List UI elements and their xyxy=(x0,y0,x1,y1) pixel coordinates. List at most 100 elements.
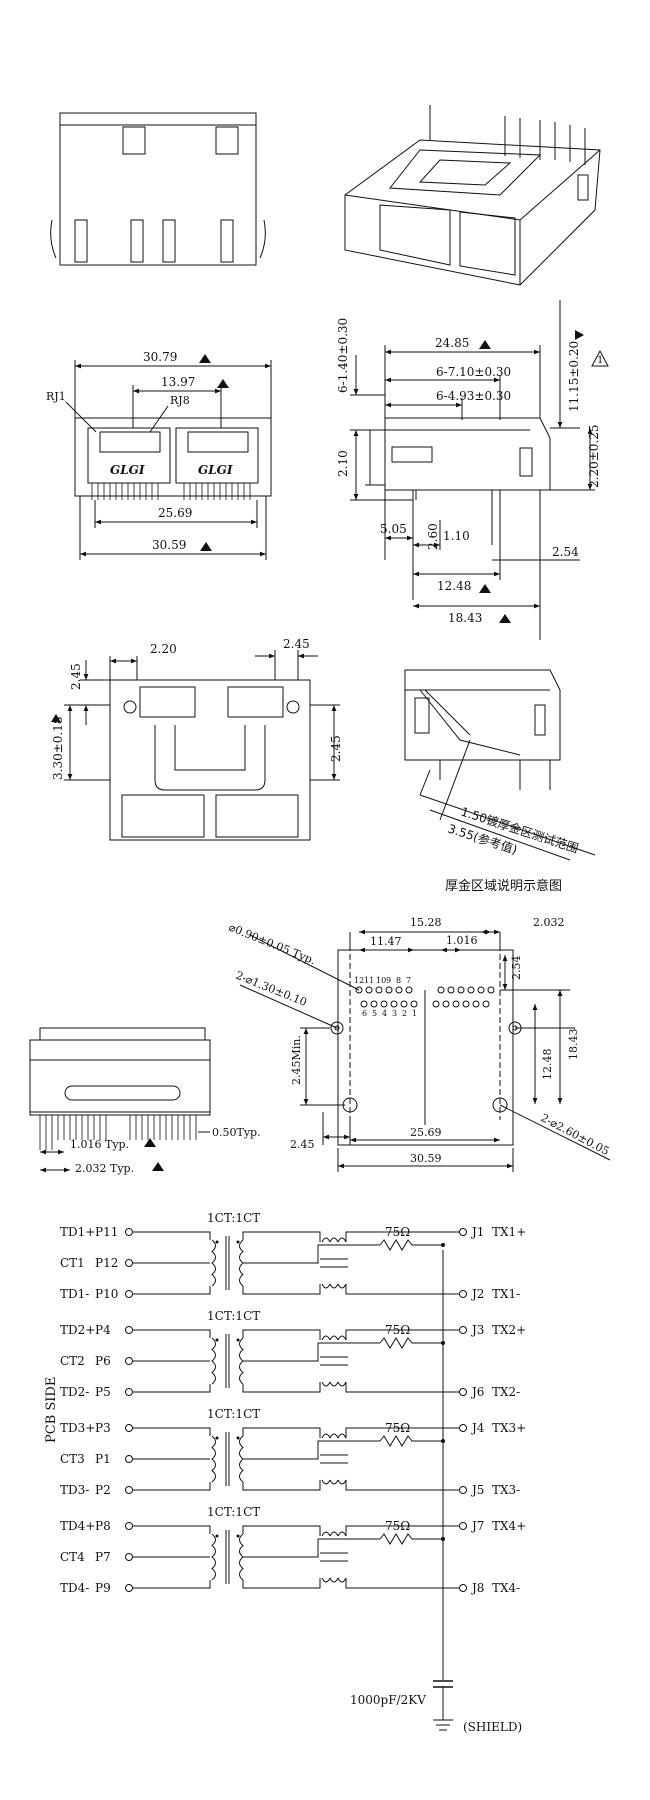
top-view xyxy=(65,360,272,560)
dim-11-15: 11.15±0.20 xyxy=(567,341,581,412)
signal-label: TX1+ xyxy=(492,1225,526,1239)
signal-label: TD4+ xyxy=(60,1519,95,1533)
dim-30-59: 30.59 xyxy=(152,538,186,552)
critical-dim-marker xyxy=(499,614,511,623)
jack-pin-label: J4 xyxy=(470,1421,485,1435)
resistor-label: 75Ω xyxy=(385,1519,410,1533)
signal-label: TD4- xyxy=(60,1581,89,1595)
dim-2-20: 2.20 xyxy=(150,642,177,656)
pin-label: P2 xyxy=(95,1483,111,1497)
critical-dim-marker xyxy=(479,584,491,593)
jack-pin-label: J8 xyxy=(470,1581,484,1595)
dim-2-45min: 2.45Min. xyxy=(290,1035,303,1085)
dim-2-45-right: 2.45 xyxy=(329,735,343,762)
pin-number: 11 xyxy=(364,976,374,985)
dim-0-50-typ: 0.50Typ. xyxy=(212,1126,261,1139)
pin-number: 2 xyxy=(402,1009,407,1018)
side-view-2-labels: 1.016 Typ. 2.032 Typ. 0.50Typ. xyxy=(70,1126,261,1175)
dim-12-48-fp: 12.48 xyxy=(541,1049,554,1081)
turns-ratio-label: 1CT:1CT xyxy=(207,1309,260,1323)
jack-pin-label: J1 xyxy=(470,1225,484,1239)
signal-label: CT3 xyxy=(60,1452,85,1466)
critical-dim-marker xyxy=(200,542,212,551)
dim-2-60: 2.60 xyxy=(426,523,440,550)
pin-number: 12 xyxy=(354,976,364,985)
jack-pin-label: J2 xyxy=(470,1287,484,1301)
pin-label: P1 xyxy=(95,1452,111,1466)
capacitor-label: 1000pF/2KV xyxy=(350,1693,426,1707)
pin-number-row-bottom: 6 5 4 3 2 1 xyxy=(362,1009,417,1018)
dim-5-05: 5.05 xyxy=(380,522,407,536)
dim-6-1-40: 6-1.40±0.30 xyxy=(336,318,350,393)
dim-6-4-93: 6-4.93±0.30 xyxy=(436,389,511,403)
gold-zone-detail xyxy=(404,669,596,861)
dim-1-10: 1.10 xyxy=(443,529,470,543)
signal-label: TD3+ xyxy=(60,1421,95,1435)
dim-2-10: 2.10 xyxy=(336,450,350,477)
pin-label: P12 xyxy=(95,1256,118,1270)
pin-label: P4 xyxy=(95,1323,111,1337)
signal-label: TX4+ xyxy=(492,1519,526,1533)
dim-2-60-005: 2-⌀2.60±0.05 xyxy=(539,1111,612,1158)
dim-24-85: 24.85 xyxy=(435,336,469,350)
signal-label: TD3- xyxy=(60,1483,89,1497)
rear-view xyxy=(64,650,340,841)
jack-pin-label: J5 xyxy=(470,1483,484,1497)
pin-label: P3 xyxy=(95,1421,111,1435)
critical-dim-marker xyxy=(217,379,229,388)
signal-label: TX3- xyxy=(492,1483,520,1497)
front-view xyxy=(50,112,266,266)
resistor-label: 75Ω xyxy=(385,1421,410,1435)
dim-2-20-025: 2.20±0.25 xyxy=(587,425,601,489)
dim-18-43-fp: 18.43 xyxy=(567,1029,580,1061)
pin-number: 5 xyxy=(372,1009,377,1018)
resistor-label: 75Ω xyxy=(385,1225,410,1239)
dim-1-016: 1.016 xyxy=(446,934,478,947)
pin-label: P7 xyxy=(95,1550,111,1564)
gold-zone-labels: 1.50镀厚金区测试范围 3.55(参考值) 厚金区域说明示意图 xyxy=(445,804,580,894)
pin-number: 4 xyxy=(382,1009,387,1018)
signal-label: TX3+ xyxy=(492,1421,526,1435)
brand-logo-left: GLGI xyxy=(110,463,145,477)
pcb-footprint xyxy=(239,929,611,1172)
dim-2-45-top: 2.45 xyxy=(283,637,310,651)
pin-label: P6 xyxy=(95,1354,111,1368)
dim-18-43: 18.43 xyxy=(448,611,482,625)
signal-label: TD1+ xyxy=(60,1225,95,1239)
dim-2-032-typ: 2.032 Typ. xyxy=(75,1162,134,1175)
dim-30-59-fp: 30.59 xyxy=(410,1152,442,1165)
pin-number: 10 xyxy=(376,976,386,985)
critical-dim-marker xyxy=(479,340,491,349)
jack-pin-label: J6 xyxy=(470,1385,484,1399)
label-rj8: RJ8 xyxy=(170,394,190,407)
pcb-side-label: PCB SIDE xyxy=(44,1377,59,1443)
pin-number: 1 xyxy=(412,1009,417,1018)
label-rj1: RJ1 xyxy=(46,390,66,403)
dim-30-79: 30.79 xyxy=(143,350,177,364)
isometric-view xyxy=(344,105,601,286)
signal-label: TD2- xyxy=(60,1385,89,1399)
rear-view-labels: 2.20 2.45 2.45 3.30±0.18 2.45 xyxy=(51,637,343,780)
gold-caption: 厚金区域说明示意图 xyxy=(445,878,562,894)
dim-1-30: 2-⌀1.30±0.10 xyxy=(234,969,309,1009)
note-1: 1 xyxy=(597,355,603,366)
dim-25-69: 25.69 xyxy=(158,506,192,520)
critical-dim-marker xyxy=(144,1138,156,1147)
signal-label: TX2+ xyxy=(492,1323,526,1337)
critical-dim-marker xyxy=(199,354,211,363)
pin-label: P10 xyxy=(95,1287,118,1301)
signal-label: TX2- xyxy=(492,1385,520,1399)
top-view-labels: 30.79 13.97 RJ1 RJ8 GLGI GLGI 25.69 30.5… xyxy=(46,350,233,552)
pin-label: P8 xyxy=(95,1519,111,1533)
signal-label: TD2+ xyxy=(60,1323,95,1337)
dim-2-032: 2.032 xyxy=(533,916,565,929)
pin-number: 8 xyxy=(396,976,401,985)
turns-ratio-label: 1CT:1CT xyxy=(207,1407,260,1421)
critical-dim-marker xyxy=(575,330,584,340)
pin-label: P11 xyxy=(95,1225,118,1239)
